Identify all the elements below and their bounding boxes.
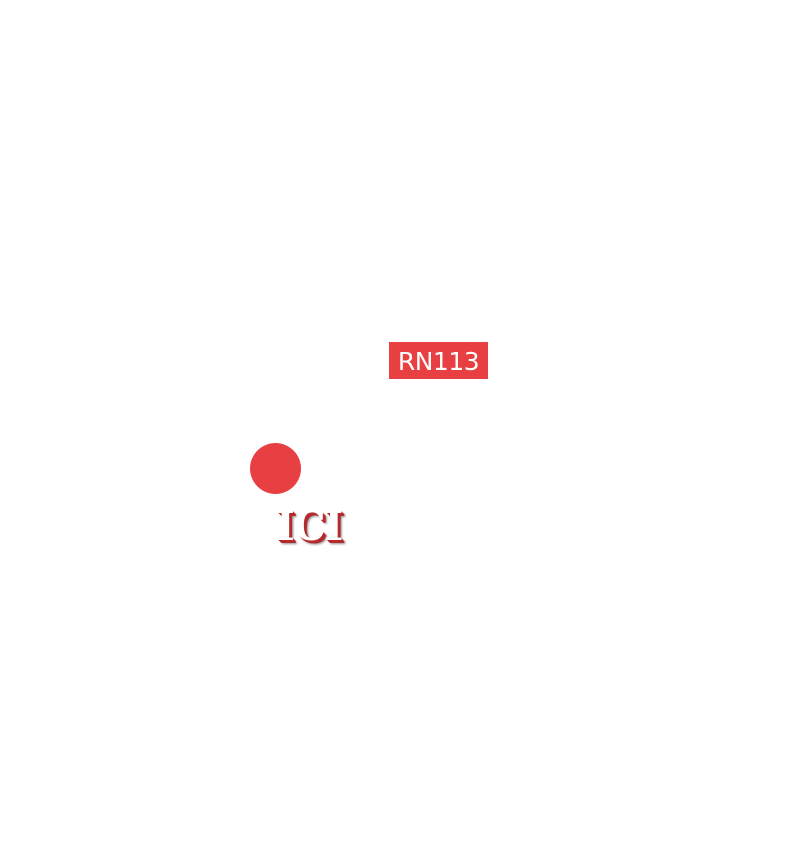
road-number-shield: RN113 <box>389 342 488 379</box>
location-marker-dot <box>250 443 301 494</box>
location-label: ICI <box>276 503 343 550</box>
